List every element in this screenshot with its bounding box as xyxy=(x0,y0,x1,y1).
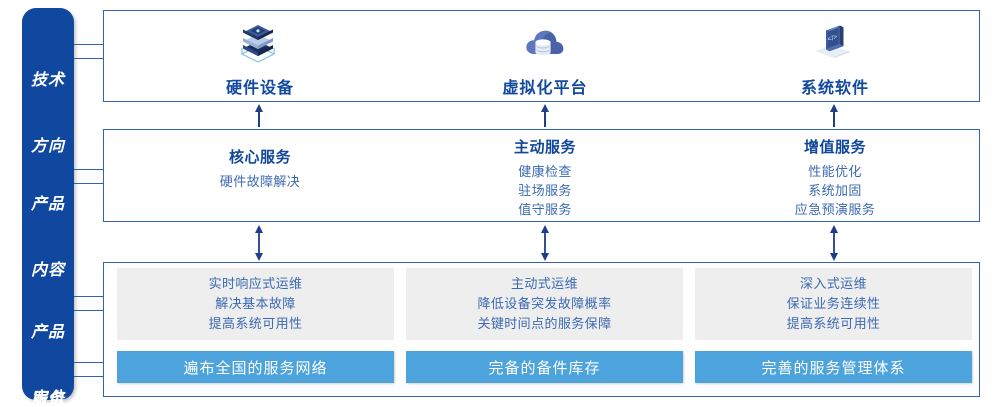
content-item-title: 主动服务 xyxy=(513,139,576,156)
advantage-bar-management-system[interactable]: 完善的服务管理体系 xyxy=(695,351,972,383)
tech-item-label: 系统软件 xyxy=(800,80,869,97)
laptop-code-icon: </> xyxy=(700,18,970,70)
content-item-line: 值守服务 xyxy=(518,202,572,217)
tech-item-label: 硬件设备 xyxy=(225,80,294,97)
content-item-line: 应急预演服务 xyxy=(794,202,876,217)
content-item-core-service[interactable]: 核心服务 硬件故障解决 xyxy=(125,146,395,191)
arrow-up-icon xyxy=(537,102,553,133)
connector-line xyxy=(74,183,104,184)
product-content-panel xyxy=(103,129,980,222)
arrow-double-vertical-icon xyxy=(537,224,553,267)
advantage-bar-spare-parts[interactable]: 完备的备件库存 xyxy=(406,351,683,383)
positioning-card-proactive[interactable]: 主动式运维 降低设备突发故障概率 关键时间点的服务保障 xyxy=(406,268,683,340)
connector-line xyxy=(74,44,104,45)
server-stack-icon xyxy=(125,18,395,70)
advantage-bar-service-network[interactable]: 遍布全国的服务网络 xyxy=(117,351,394,383)
cloud-database-icon xyxy=(410,18,680,70)
content-item-line: 驻场服务 xyxy=(518,183,572,198)
connector-line xyxy=(74,310,104,311)
arrow-double-vertical-icon xyxy=(826,224,842,267)
tech-item-virtualization[interactable]: 虚拟化平台 xyxy=(410,18,680,98)
positioning-card-realtime[interactable]: 实时响应式运维 解决基本故障 提高系统可用性 xyxy=(117,268,394,340)
connector-line xyxy=(74,58,104,59)
content-item-line: 健康检查 xyxy=(518,164,572,179)
content-item-line: 硬件故障解决 xyxy=(219,174,301,189)
sidebar-rail xyxy=(22,8,74,400)
arrow-up-icon xyxy=(826,102,842,133)
positioning-line: 提高系统可用性 xyxy=(208,316,303,331)
positioning-card-indepth[interactable]: 深入式运维 保证业务连续性 提高系统可用性 xyxy=(695,268,972,340)
content-item-proactive-service[interactable]: 主动服务 健康检查 驻场服务 值守服务 xyxy=(410,136,680,219)
content-item-title: 增值服务 xyxy=(803,139,866,156)
connector-line xyxy=(74,169,104,170)
connector-line xyxy=(74,362,104,363)
positioning-line: 主动式运维 xyxy=(510,276,578,291)
positioning-line: 实时响应式运维 xyxy=(208,276,303,291)
content-item-line: 系统加固 xyxy=(808,183,862,198)
tech-item-hardware[interactable]: 硬件设备 xyxy=(125,18,395,98)
tech-item-system-software[interactable]: </> 系统软件 xyxy=(700,18,970,98)
positioning-line: 解决基本故障 xyxy=(215,296,296,311)
positioning-line: 保证业务连续性 xyxy=(786,296,881,311)
arrow-up-icon xyxy=(251,102,267,133)
svg-text:</>: </> xyxy=(827,34,839,44)
positioning-line: 提高系统可用性 xyxy=(786,316,881,331)
positioning-line: 关键时间点的服务保障 xyxy=(477,316,612,331)
positioning-line: 降低设备突发故障概率 xyxy=(477,296,612,311)
tech-item-label: 虚拟化平台 xyxy=(502,80,588,97)
arrow-double-vertical-icon xyxy=(251,224,267,267)
content-item-title: 核心服务 xyxy=(228,149,291,166)
connector-line xyxy=(74,296,104,297)
connector-line xyxy=(74,376,104,377)
content-item-line: 性能优化 xyxy=(808,164,862,179)
positioning-line: 深入式运维 xyxy=(799,276,867,291)
content-item-value-added-service[interactable]: 增值服务 性能优化 系统加固 应急预演服务 xyxy=(700,136,970,219)
